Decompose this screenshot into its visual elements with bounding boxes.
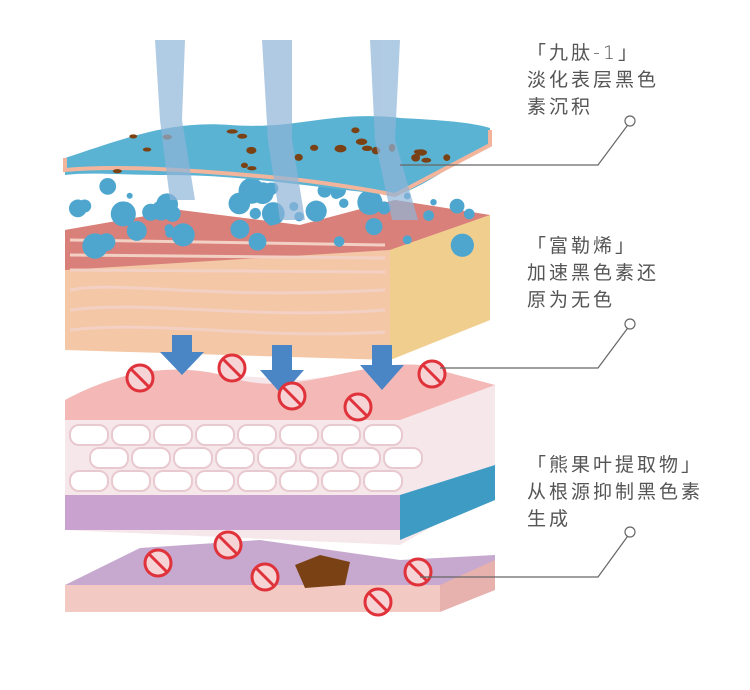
cell (173, 447, 213, 469)
melanin-spot (129, 134, 138, 139)
bubble (402, 235, 412, 245)
callout-text: 加速黑色素还 (527, 262, 660, 284)
bubble (101, 239, 113, 251)
inhibit-markers (125, 353, 447, 617)
callout-text: 原为无色 (527, 289, 616, 311)
prohibited-icon (403, 557, 433, 587)
melanin-spot (237, 133, 248, 139)
melanin-spot (310, 144, 319, 151)
cell (69, 424, 109, 446)
bubble (339, 198, 349, 208)
penetration-streams (155, 40, 418, 220)
prohibited-icon (125, 363, 155, 393)
melanin-spot (411, 153, 421, 162)
bubble (450, 233, 474, 257)
callout-fullerene: 「富勒烯」 加速黑色素还 原为无色 (527, 233, 659, 314)
melanin-spot (415, 149, 427, 156)
melanin-spot (355, 138, 368, 145)
cell-layer (65, 364, 495, 545)
melanin-spot (240, 162, 248, 169)
callout-text: 从根源抑制黑色素 (527, 481, 704, 503)
cell (195, 424, 235, 446)
melanin-spot (443, 154, 451, 162)
cell (257, 447, 297, 469)
melanin-deposit (295, 555, 350, 588)
bubble (248, 232, 267, 251)
bubble (423, 210, 435, 221)
melanin-spot (361, 145, 373, 151)
bubble (230, 219, 250, 239)
melanin-spot (334, 144, 347, 153)
cell (321, 424, 361, 446)
prohibited-icon (363, 587, 393, 617)
bubble (249, 207, 261, 220)
cell (153, 470, 193, 492)
callout-nonapeptide: 「九肽-1」 淡化表层黑色 素沉积 (527, 40, 659, 121)
down-arrow-icon (160, 335, 204, 375)
cell (321, 470, 361, 492)
bubble (430, 198, 437, 206)
callout-text: 素沉积 (527, 96, 594, 118)
bubble (99, 177, 117, 195)
callout-text: 生成 (527, 508, 572, 530)
cell (195, 470, 235, 492)
cell (363, 424, 403, 446)
cell (111, 424, 151, 446)
cell (383, 447, 423, 469)
callout-text: 淡化表层黑色 (527, 69, 660, 91)
callout-title: 「九肽-1」 (527, 42, 640, 64)
bubble (110, 201, 136, 227)
cell (69, 470, 109, 492)
bubble (126, 192, 133, 199)
prohibited-icon (343, 392, 373, 422)
prohibited-icon (277, 381, 307, 411)
cell (131, 447, 171, 469)
cell (299, 447, 339, 469)
cell (89, 447, 129, 469)
bubble (330, 188, 342, 200)
bubble (449, 198, 465, 214)
bubble (126, 220, 147, 241)
melanin-spot (421, 157, 432, 163)
bubble (333, 236, 345, 247)
callout-title: 「富勒烯」 (527, 235, 638, 257)
callout-title: 「熊果叶提取物」 (527, 454, 704, 476)
cell (363, 470, 403, 492)
melanin-spot (246, 146, 257, 154)
bubble (82, 233, 108, 259)
prohibited-icon (143, 548, 173, 578)
cell (111, 470, 151, 492)
melanin-spot (142, 147, 152, 152)
melanin-spot (351, 127, 360, 134)
prohibited-icon (213, 530, 243, 560)
cell (215, 447, 255, 469)
prohibited-icon (250, 562, 280, 592)
prohibited-icon (417, 359, 447, 389)
bubble (463, 208, 475, 220)
callout-lines (400, 115, 636, 578)
callout-bearberry: 「熊果叶提取物」 从根源抑制黑色素 生成 (527, 452, 703, 533)
cell (279, 424, 319, 446)
cell (237, 424, 277, 446)
bubble (263, 182, 277, 196)
cell (237, 470, 277, 492)
melanin-spot (247, 166, 257, 171)
cell (153, 424, 193, 446)
bubble (305, 200, 327, 222)
cell (341, 447, 381, 469)
bubble (68, 199, 87, 218)
melanin-spot (226, 129, 238, 134)
melanin-spot (294, 153, 303, 161)
cell (279, 470, 319, 492)
down-arrow-icon (360, 345, 404, 390)
bubble (171, 223, 195, 247)
bubble (365, 218, 383, 236)
melanin-spot (112, 169, 122, 174)
prohibited-icon (217, 353, 247, 383)
bubble (357, 189, 383, 215)
